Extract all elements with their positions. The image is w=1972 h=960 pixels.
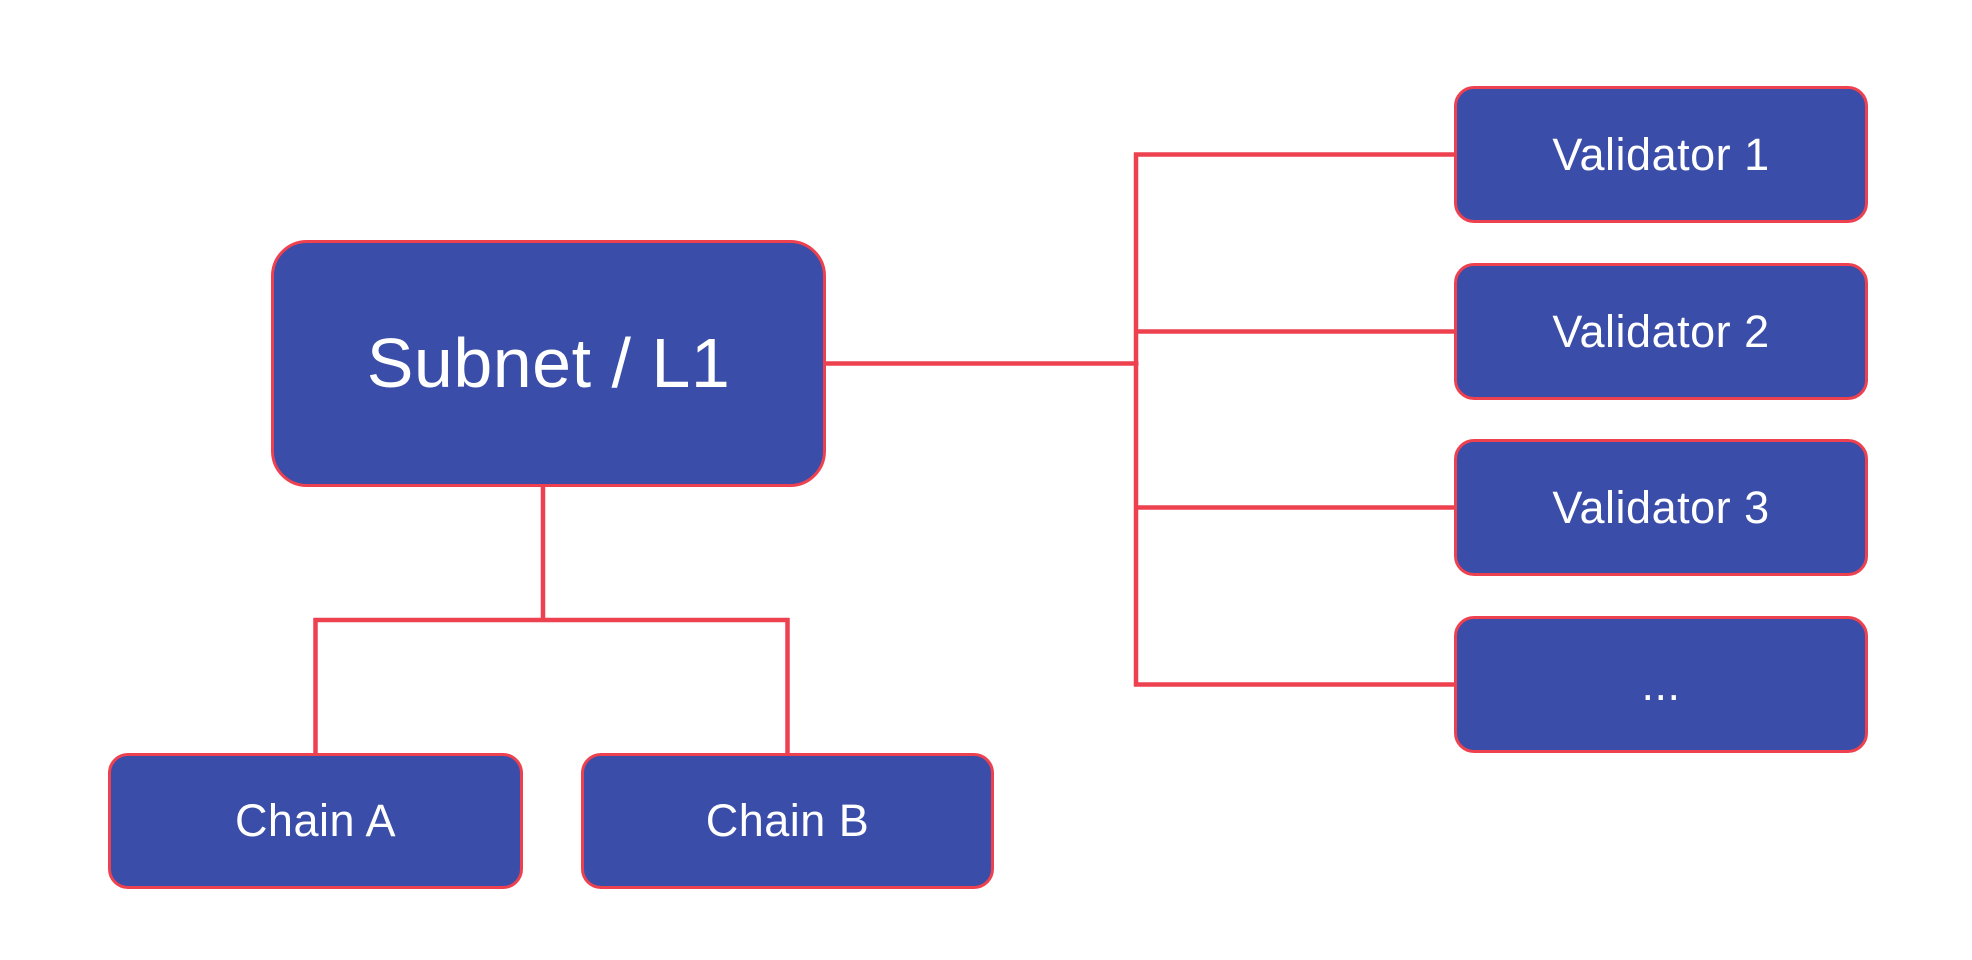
node-validator-more-label: ... bbox=[1641, 658, 1681, 710]
node-chain-b-label: Chain B bbox=[705, 795, 870, 847]
node-chain-a-label: Chain A bbox=[234, 795, 397, 847]
node-validator-1-label: Validator 1 bbox=[1552, 128, 1770, 180]
node-validator-more: ... bbox=[1454, 616, 1868, 753]
node-chain-a: Chain A bbox=[108, 753, 523, 889]
node-validator-2-label: Validator 2 bbox=[1552, 305, 1770, 357]
node-subnet-l1: Subnet / L1 bbox=[271, 240, 826, 487]
node-validator-3-label: Validator 3 bbox=[1552, 481, 1770, 533]
node-validator-3: Validator 3 bbox=[1454, 439, 1868, 576]
node-validator-2: Validator 2 bbox=[1454, 263, 1868, 400]
node-validator-1: Validator 1 bbox=[1454, 86, 1868, 223]
node-subnet-l1-label: Subnet / L1 bbox=[366, 324, 731, 403]
node-chain-b: Chain B bbox=[581, 753, 994, 889]
